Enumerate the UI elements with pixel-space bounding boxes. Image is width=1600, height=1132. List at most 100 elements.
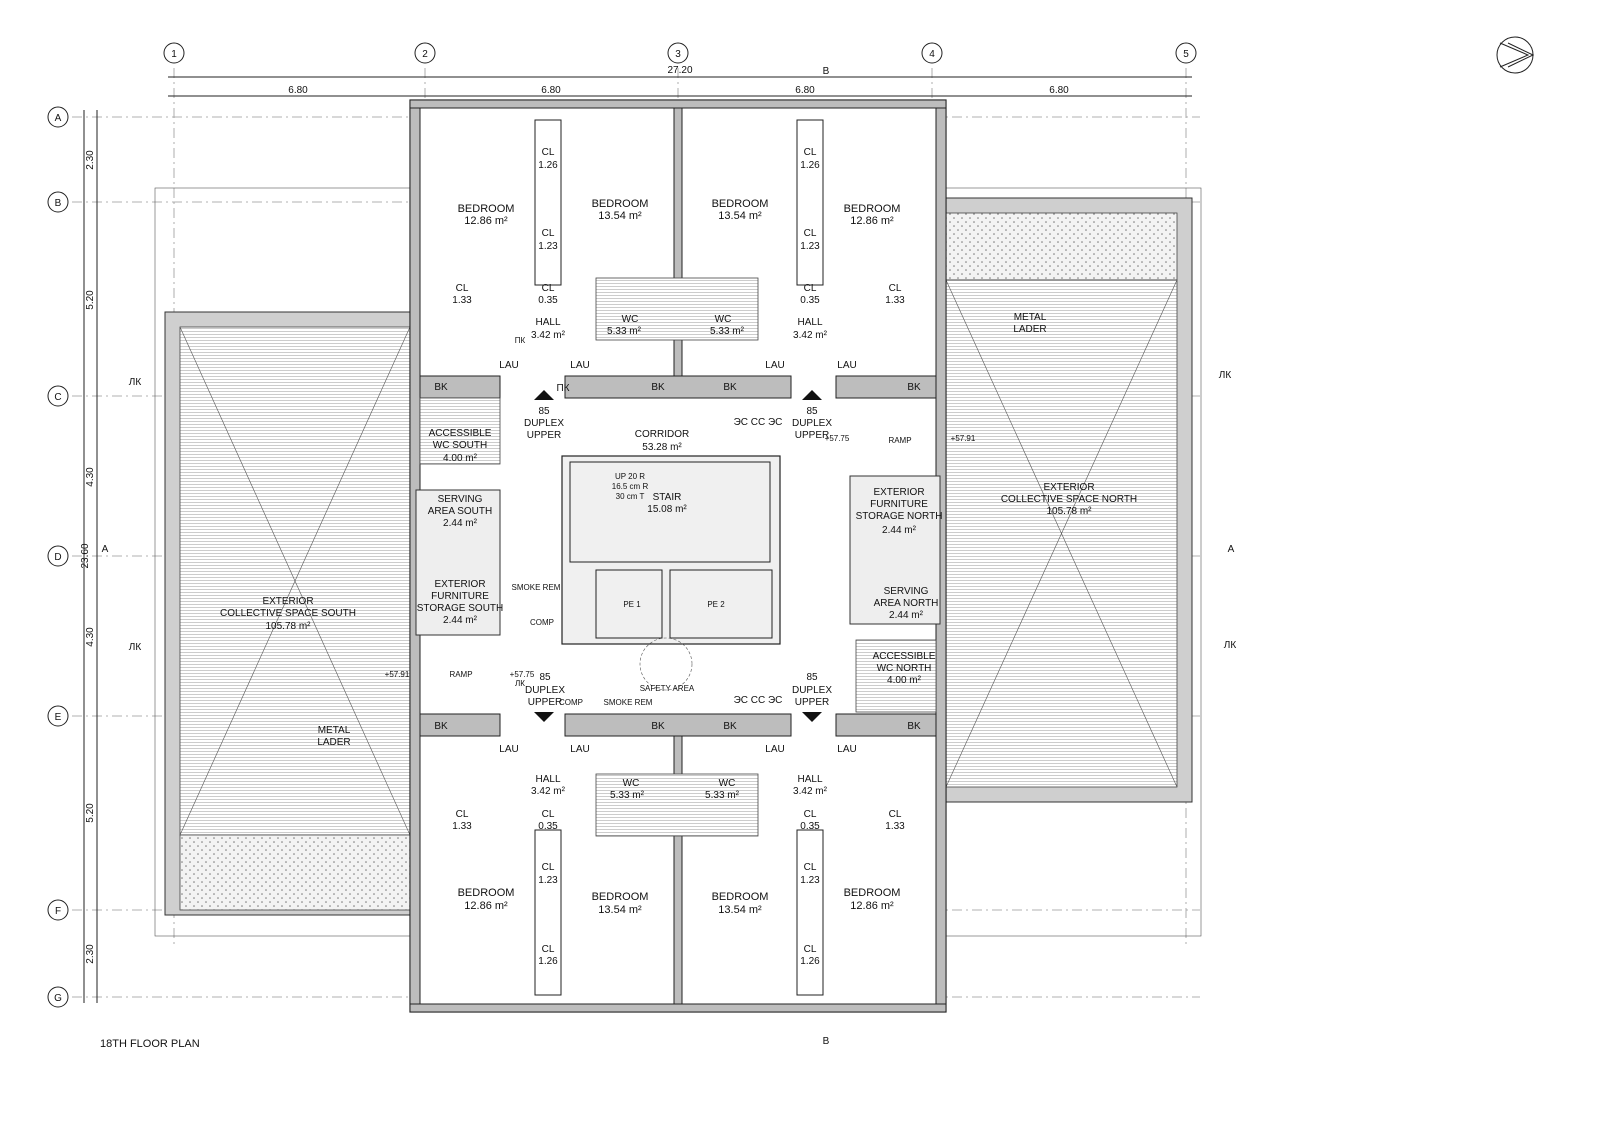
grid-row-f: F [55,906,61,917]
shaft: ПК [515,336,526,345]
plan-label: RAMP [888,436,911,445]
plan-label: 2.44 m² [889,610,924,621]
plan-label: LADER [317,737,350,748]
plan-label: LAU [570,744,589,755]
dim-bay-y: 4.30 [85,627,96,647]
grid-row-b: B [55,198,62,209]
plan-label: 0.35 [800,821,820,832]
elevator-2: PE 2 [707,600,725,609]
closet: CL [889,283,902,294]
dim-bay-y: 4.30 [85,467,96,487]
plan-label: +57.91 [385,670,410,679]
grid-col-4: 4 [929,49,935,60]
shaft: BK [434,382,448,393]
row-bubbles: A B C D E F G [47,106,69,1008]
shaft: BK [651,382,665,393]
plan-label: 16.5 cm R [612,482,649,491]
grid-row-g: G [54,993,62,1004]
plan-label: +57.75 [825,434,850,443]
dim-bay-x: 6.80 [541,85,561,96]
plan-label: UPPER [527,430,561,441]
plan-label: UP 20 R [615,472,645,481]
section-a-right: A [1228,544,1235,555]
plan-label: 1.33 [885,821,905,832]
shaft: ПК [556,383,569,394]
plan-label: UPPER [795,697,829,708]
plan-label: ЭС СС ЭС [734,695,783,706]
drawing-title: 18TH FLOOR PLAN [100,1038,200,1050]
plan-label: ЛК [1224,640,1237,651]
plan-label: 3.42 m² [793,786,828,797]
closet: CL [804,283,817,294]
room-name: HALL [797,317,822,328]
room-name: HALL [535,317,560,328]
grid-row-c: C [54,392,61,403]
plan-label: 30 cm T [616,492,645,501]
plan-label: ACCESSIBLE [429,428,492,439]
plan-label: FURNITURE [431,591,489,602]
closet: CL [542,283,555,294]
closet-area: 1.23 [538,241,558,252]
plan-label: FURNITURE [870,499,928,510]
room-name: BEDROOM [712,198,769,210]
plan-label: LAU [765,744,784,755]
dim-bay-y: 5.20 [85,290,96,310]
plan-label: CL [889,809,902,820]
north-arrow-icon [1496,36,1535,74]
plan-label: UPPER [528,697,562,708]
plan-label: BK [651,721,665,732]
closet: CL [456,283,469,294]
room-name: CORRIDOR [635,429,689,440]
grid-row-a: A [55,113,62,124]
plan-label: 2.44 m² [882,525,917,536]
plan-label: AREA NORTH [874,598,939,609]
plan-label: 5.33 m² [705,790,740,801]
plan-label: +57.75 [510,670,535,679]
plan-label: +57.91 [951,434,976,443]
plan-label: LAU [837,744,856,755]
section-markers: B B A A [102,66,1235,1047]
plan-label: SAFETY AREA [640,684,695,693]
room-area: 3.42 m² [531,330,566,341]
plan-label: 105.78 m² [265,621,311,632]
plan-label: 1.26 [538,956,558,967]
plan-label: SERVING [438,494,483,505]
electrical-panels: ЭС СС ЭС [734,417,783,428]
plan-label: 12.86 m² [464,900,508,912]
closet: CL [804,228,817,239]
plan-label: ЛК [129,642,142,653]
room-area: 3.42 m² [793,330,828,341]
room-area: 13.54 m² [718,210,762,222]
plan-label: CL [804,809,817,820]
plan-label: COLLECTIVE SPACE SOUTH [220,608,356,619]
elevator-1: PE 1 [623,600,641,609]
plan-label: BEDROOM [592,891,649,903]
plan-label: 3.42 m² [531,786,566,797]
plan-label: 0.35 [538,821,558,832]
plan-label: 12.86 m² [850,900,894,912]
plan-label: 13.54 m² [718,904,762,916]
plan-label: 13.54 m² [598,904,642,916]
plan-label: 5.33 m² [610,790,645,801]
plan-label: DUPLEX [792,418,832,429]
section-a-left: A [102,544,109,555]
north-terrace [945,187,1202,937]
closet-area: 0.35 [538,295,558,306]
dim-total-y: 23.60 [80,543,91,568]
building [409,99,947,1013]
plan-label: COMP [530,618,554,627]
plan-label: ACCESSIBLE [873,651,936,662]
room-name: BEDROOM [458,203,515,215]
duplex-level: 85 [538,406,550,417]
grid-col-1: 1 [171,49,177,60]
closet-area: 1.26 [538,160,558,171]
room-area: 5.33 m² [710,326,745,337]
room-area: 12.86 m² [464,215,508,227]
section-b-top: B [823,66,830,77]
plan-label: COLLECTIVE SPACE NORTH [1001,494,1137,505]
plan-label: EXTERIOR [1043,482,1094,493]
plan-label: CL [542,862,555,873]
plan-label: WC NORTH [877,663,932,674]
dim-total-x: 27.20 [667,65,692,76]
plan-label: 1.26 [800,956,820,967]
